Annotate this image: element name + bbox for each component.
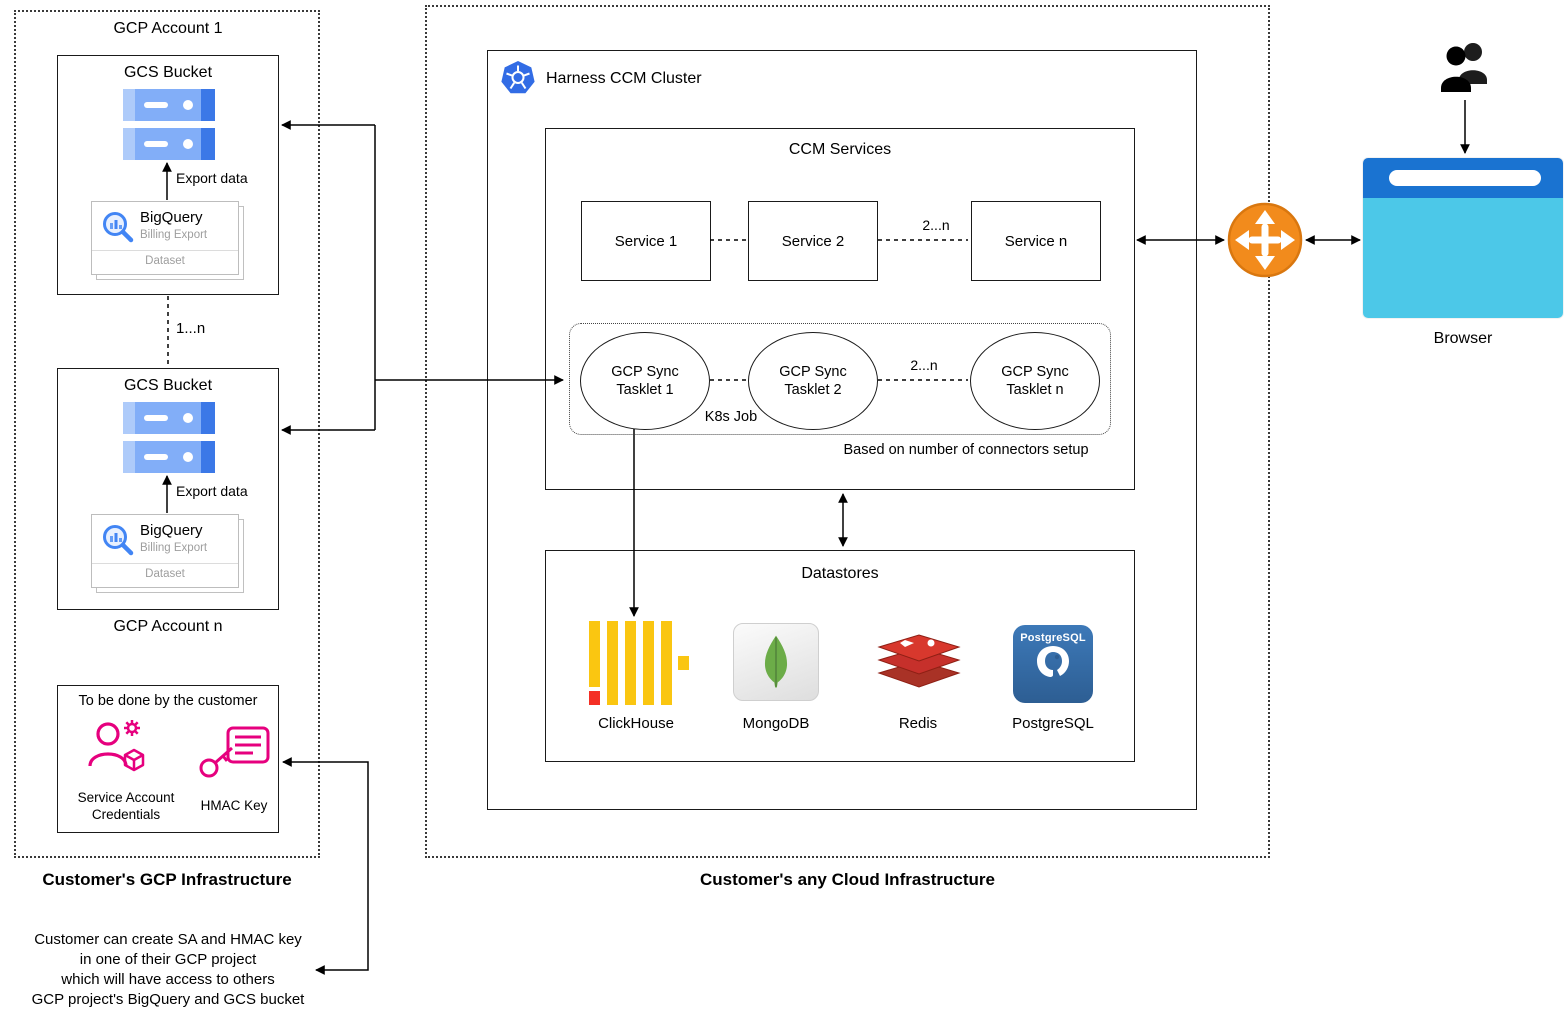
postgresql-elephant-glyph bbox=[1037, 646, 1069, 677]
gcp-sync-tasklet-2: GCP Sync Tasklet 2 bbox=[748, 332, 878, 430]
gcs-bucket-box-n: GCS Bucket Export data BigQuery Billing … bbox=[57, 368, 279, 610]
service-account-label: Service Account Credentials bbox=[77, 790, 175, 822]
service-n-box: Service n bbox=[971, 201, 1101, 281]
browser-label: Browser bbox=[1433, 330, 1493, 347]
bigquery-icon bbox=[103, 212, 134, 243]
customer-note: Customer can create SA and HMAC key in o… bbox=[31, 931, 305, 1008]
network-router-icon bbox=[1227, 202, 1303, 278]
harness-cluster-title: Harness CCM Cluster bbox=[546, 70, 702, 87]
gcp-region-title: Customer's GCP Infrastructure bbox=[42, 870, 292, 889]
kubernetes-icon bbox=[501, 61, 535, 94]
mongodb-label: MongoDB bbox=[742, 715, 810, 732]
service-account-icon bbox=[88, 720, 145, 772]
browser-viewport bbox=[1363, 198, 1563, 318]
bigquery-card: BigQuery Billing Export Dataset bbox=[91, 201, 239, 275]
ccm-services-box: CCM Services Service 1 Service 2 Service… bbox=[545, 128, 1135, 490]
hmac-key-label: HMAC Key bbox=[200, 798, 268, 813]
cloud-region-title: Customer's any Cloud Infrastructure bbox=[700, 870, 995, 889]
customer-tasks-box: To be done by the customer Service Accou… bbox=[57, 685, 279, 833]
gcp-account-n-label: GCP Account n bbox=[113, 618, 223, 635]
connectors-note: Based on number of connectors setup bbox=[843, 442, 1089, 458]
gcs-bucket-icon bbox=[123, 89, 215, 160]
tasklets-range-label: 2...n bbox=[910, 357, 938, 373]
gcp-account-1-label: GCP Account 1 bbox=[113, 20, 223, 37]
browser-addressbar bbox=[1389, 170, 1541, 186]
browser-titlebar bbox=[1363, 158, 1563, 198]
gcp-infrastructure-region bbox=[14, 10, 320, 858]
billing-export-label: Billing Export bbox=[140, 542, 208, 554]
redis-label: Redis bbox=[898, 715, 938, 732]
gcp-sync-tasklet-1: GCP Sync Tasklet 1 bbox=[580, 332, 710, 430]
clickhouse-label: ClickHouse bbox=[598, 715, 674, 732]
customer-tasks-title: To be done by the customer bbox=[78, 693, 258, 709]
billing-export-label: Billing Export bbox=[140, 229, 208, 241]
cloud-infrastructure-region bbox=[425, 5, 1270, 858]
services-range-label: 2...n bbox=[922, 217, 950, 233]
bigquery-card: BigQuery Billing Export Dataset bbox=[91, 514, 239, 588]
dataset-label: Dataset bbox=[145, 255, 185, 267]
bigquery-icon bbox=[103, 525, 134, 556]
postgresql-label: PostgreSQL bbox=[1012, 715, 1094, 732]
browser-icon bbox=[1363, 158, 1563, 318]
service-2-box: Service 2 bbox=[748, 201, 878, 281]
bigquery-title: BigQuery bbox=[140, 209, 203, 226]
gcs-bucket-title: GCS Bucket bbox=[123, 377, 213, 394]
clickhouse-icon bbox=[589, 621, 689, 705]
k8s-job-group bbox=[569, 323, 1111, 435]
ccm-services-title: CCM Services bbox=[788, 141, 892, 158]
postgresql-icon: PostgreSQL bbox=[1013, 625, 1093, 703]
dataset-label: Dataset bbox=[145, 568, 185, 580]
gcs-bucket-title: GCS Bucket bbox=[123, 64, 213, 81]
datastores-title: Datastores bbox=[801, 565, 879, 582]
card-divider bbox=[92, 250, 238, 251]
bigquery-title: BigQuery bbox=[140, 522, 203, 539]
card-divider bbox=[92, 563, 238, 564]
redis-icon bbox=[877, 634, 961, 688]
gcs-bucket-box-1: GCS Bucket Export data BigQuery Billing … bbox=[57, 55, 279, 295]
hmac-key-icon bbox=[199, 726, 270, 778]
export-data-label: Export data bbox=[176, 483, 248, 499]
gcp-sync-tasklet-n: GCP Sync Tasklet n bbox=[970, 332, 1100, 430]
account-range-label: 1...n bbox=[176, 320, 206, 337]
mongodb-icon bbox=[733, 623, 819, 701]
users-icon bbox=[1441, 43, 1487, 92]
export-data-label: Export data bbox=[176, 170, 248, 186]
k8s-job-label: K8s Job bbox=[704, 409, 758, 425]
service-1-box: Service 1 bbox=[581, 201, 711, 281]
postgresql-icon-text: PostgreSQL bbox=[1020, 632, 1086, 644]
gcs-bucket-icon bbox=[123, 402, 215, 473]
datastores-box: Datastores ClickHouse MongoDB Redis bbox=[545, 550, 1135, 762]
